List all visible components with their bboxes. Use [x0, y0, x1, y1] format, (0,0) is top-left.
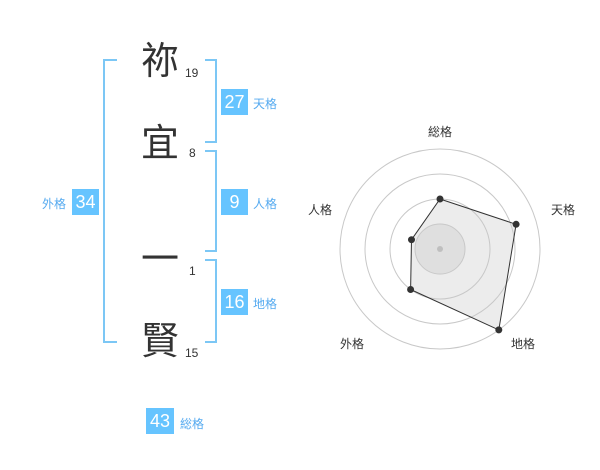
- stroke-count-2: 8: [189, 146, 196, 160]
- tenkaku-label: 天格: [253, 97, 278, 111]
- radar-axis-label-chikaku: 地格: [511, 337, 536, 351]
- radar-point-4: [407, 286, 415, 293]
- chikaku-label: 地格: [253, 297, 278, 311]
- name-char-3: 一: [141, 237, 180, 281]
- tenkaku-bracket: [205, 59, 217, 143]
- radar-center-dot: [437, 246, 443, 252]
- gaikaku-value: 34: [72, 189, 99, 215]
- soukaku-value: 43: [146, 408, 174, 434]
- soukaku-label: 総格: [180, 417, 205, 431]
- radar-point-3: [495, 326, 503, 334]
- jinkaku-bracket: [205, 150, 217, 252]
- chikaku-bracket: [205, 259, 217, 343]
- radar-point-5: [408, 236, 415, 244]
- jinkaku-label: 人格: [253, 197, 278, 211]
- radar-point-2: [512, 220, 520, 228]
- gaikaku-bracket: [103, 59, 117, 343]
- radar-axis-label-jinkaku: 人格: [308, 203, 333, 217]
- name-char-1: 祢: [141, 39, 180, 83]
- name-char-2: 宜: [141, 121, 180, 165]
- stroke-count-4: 15: [185, 346, 199, 360]
- radar-axis-label-tenkaku: 天格: [551, 203, 576, 217]
- radar-axis-label-gaikaku: 外格: [340, 337, 365, 351]
- radar-polygon: [410, 198, 517, 331]
- radar-axis-label-soukaku: 総格: [428, 125, 453, 139]
- jinkaku-value: 9: [221, 189, 248, 215]
- gaikaku-label: 外格: [42, 197, 67, 211]
- stroke-count-3: 1: [189, 264, 196, 278]
- chikaku-value: 16: [221, 289, 248, 315]
- radar-point-1: [436, 195, 444, 203]
- tenkaku-value: 27: [221, 89, 248, 115]
- stroke-count-1: 19: [185, 66, 199, 80]
- name-char-4: 賢: [141, 319, 180, 363]
